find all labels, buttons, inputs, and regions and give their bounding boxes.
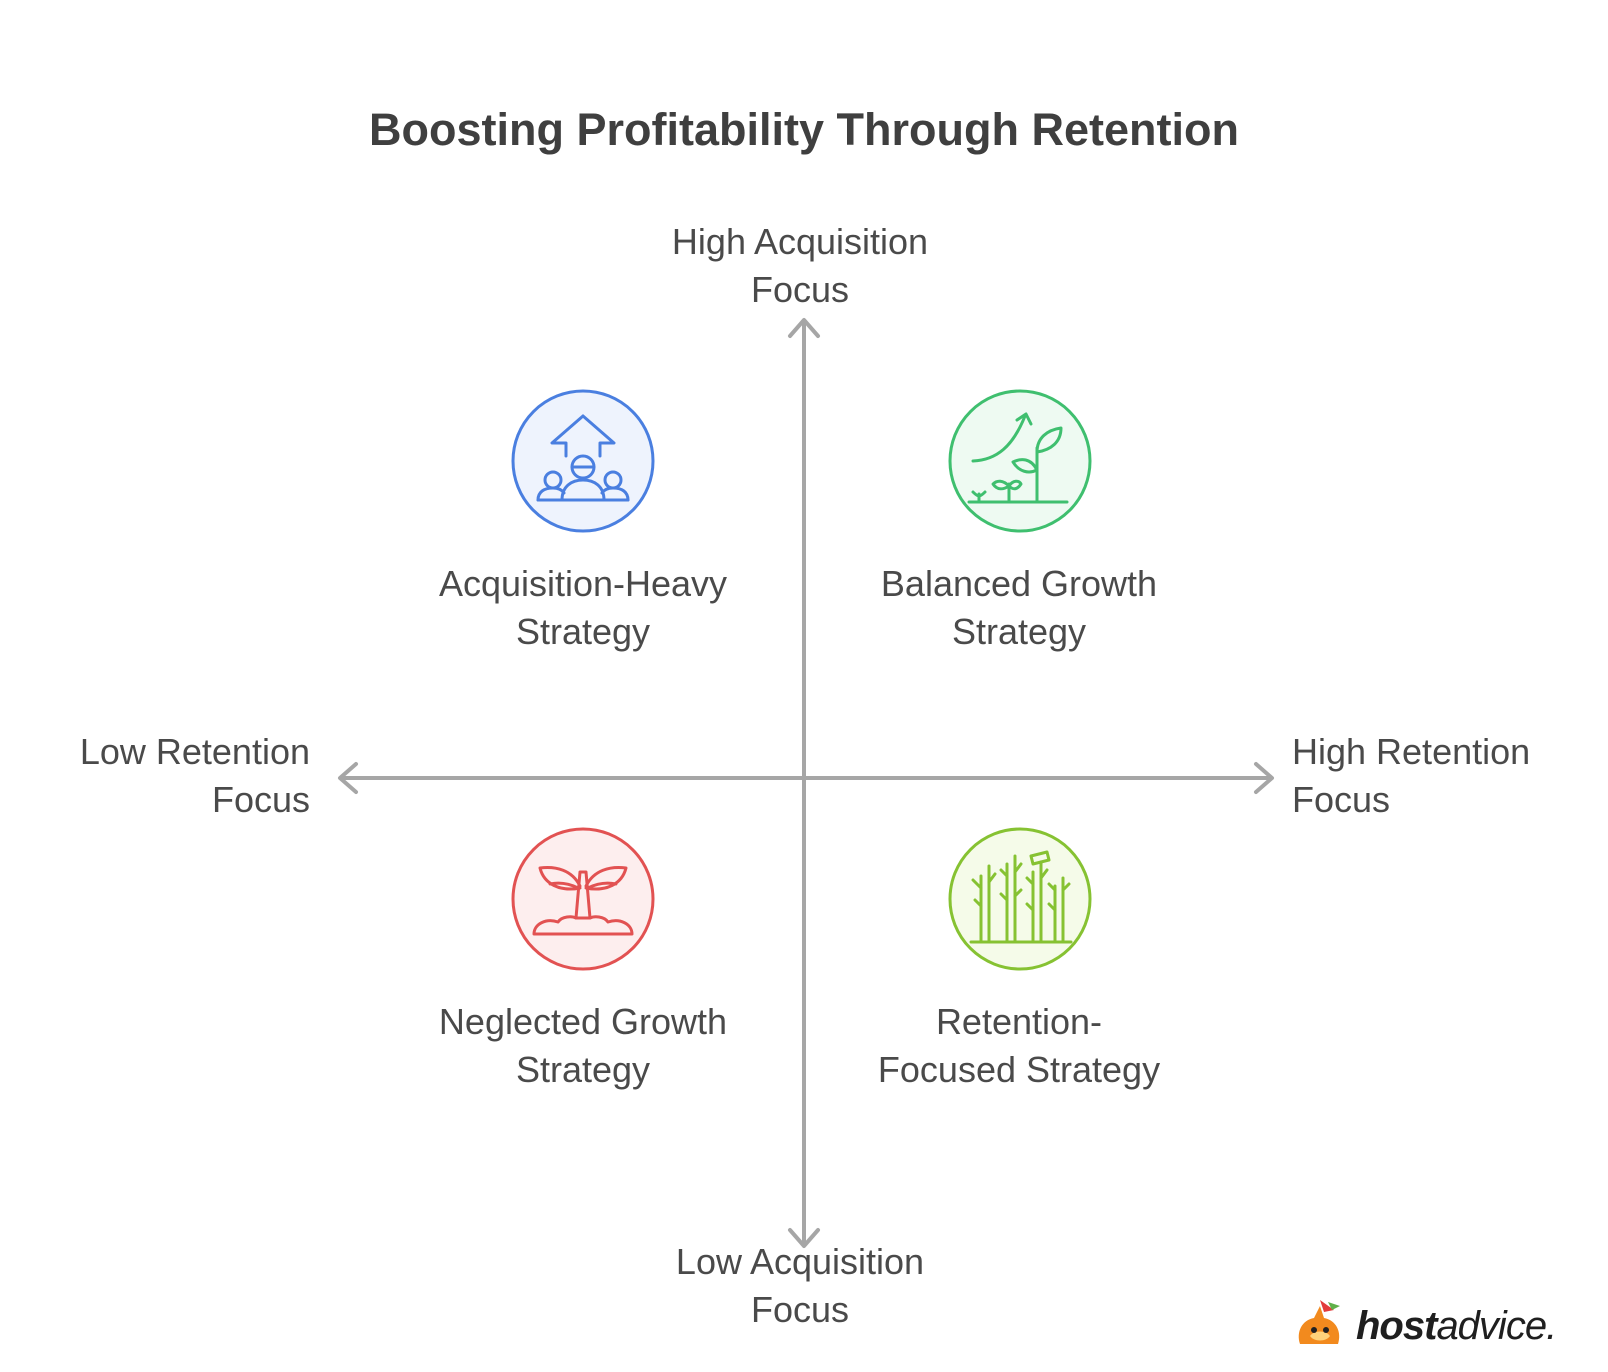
down-arrowhead [788, 1228, 820, 1248]
fox-mascot-icon [1298, 1300, 1340, 1344]
diagram-title: Boosting Profitability Through Retention [369, 104, 1239, 155]
hostadvice-logo: hostadvice. [1290, 1296, 1557, 1356]
sprout-icon [511, 827, 655, 971]
bamboo-icon [948, 827, 1092, 971]
brand-wordmark: hostadvice. [1356, 1303, 1557, 1348]
people-growth-arrow-icon [511, 389, 655, 533]
right-arrowhead [1254, 762, 1274, 794]
up-arrowhead [788, 318, 820, 338]
left-arrowhead [338, 762, 358, 794]
quadrant-label-retention-focused: Retention-Focused Strategy [877, 1001, 1161, 1090]
growing-plants-icon [948, 389, 1092, 533]
